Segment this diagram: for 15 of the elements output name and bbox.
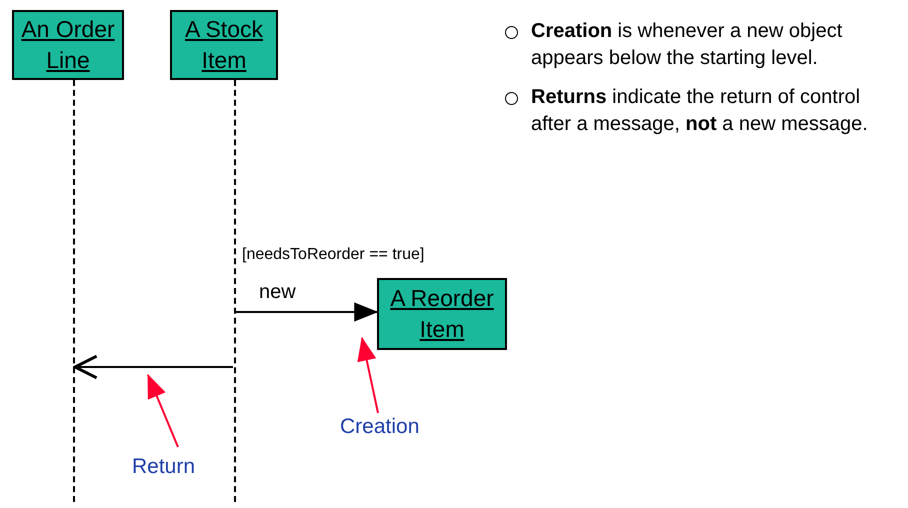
object-box: A Stock Item (170, 10, 278, 80)
leader-arrow (357, 336, 379, 414)
object-box: An Order Line (12, 10, 124, 80)
bullet-text: Returns indicate the return of control after a message, not a new message. (531, 85, 869, 137)
leader-arrow (147, 374, 179, 448)
bullet-text: Creation is whenever a new object appears below the starting level. (531, 19, 844, 71)
callout-text: Return (132, 453, 196, 481)
edge-label: new (259, 281, 296, 304)
callout-text: Creation (340, 413, 420, 441)
message-arrow (236, 302, 378, 322)
object-box: A Reorder Item (377, 278, 507, 350)
lifeline (72, 80, 76, 502)
guard-condition: [needsToReorder == true] (242, 246, 424, 264)
lifeline (234, 80, 236, 502)
message-arrow (74, 354, 233, 380)
